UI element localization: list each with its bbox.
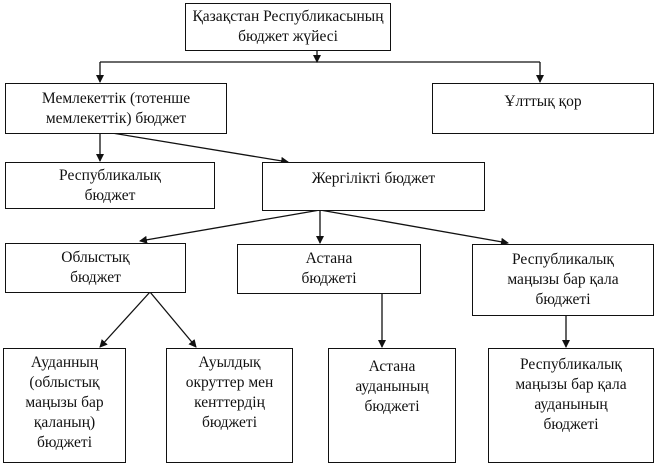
node-state-budget: Мемлекеттік (тотенше мемлекеттік) бюджет	[5, 83, 227, 134]
node-astana-budget: Астана бюджеті	[237, 244, 421, 294]
node-astana-district-budget: Астана ауданының бюджеті	[328, 348, 456, 463]
node-rep-city-budget: Республикалық маңызы бар қала бюджеті	[472, 244, 654, 316]
node-regional-budget: Облыстық бюджет	[5, 243, 186, 293]
arrow-to-rep-city	[319, 209, 509, 246]
arrow-to-regional	[139, 209, 321, 244]
arrow-to-rural	[149, 291, 197, 348]
node-national-fund: Ұлттық қор	[432, 83, 654, 134]
node-republican-budget: Республикалық бюджет	[5, 162, 215, 209]
node-local-budget: Жергілікті бюджет	[262, 162, 485, 211]
node-rep-city-district-budget: Республикалық маңызы бар қала ауданының …	[488, 348, 654, 463]
arrow-to-district	[99, 291, 151, 348]
node-rural-budget: Ауылдық окруттер мен кенттердің бюджеті	[166, 348, 293, 463]
node-district-budget: Ауданның (облыстық маңызы бар қаланың) б…	[3, 348, 126, 463]
arrow-to-local	[111, 132, 289, 165]
node-root: Қазақстан Республикасының бюджет жүйесі	[185, 3, 391, 51]
